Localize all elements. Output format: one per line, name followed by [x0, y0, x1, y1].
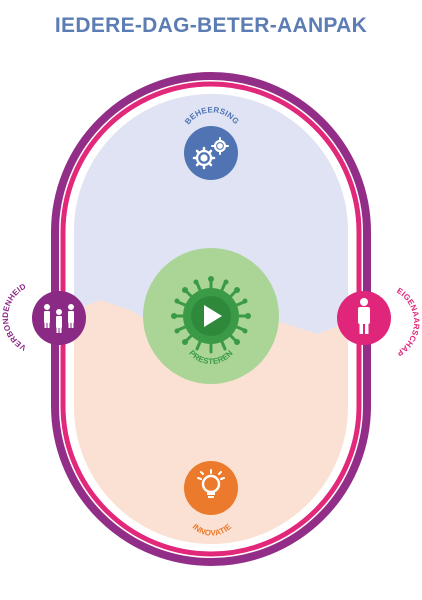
bottom-node[interactable]	[184, 461, 238, 515]
page-title: IEDERE-DAG-BETER-AANPAK	[54, 14, 368, 37]
person-icon	[358, 298, 370, 334]
left-label: VERBONDENHEID	[1, 282, 28, 353]
top-node[interactable]	[184, 126, 238, 180]
left-node[interactable]	[32, 291, 86, 345]
right-node[interactable]	[337, 291, 391, 345]
gears-icon	[192, 137, 229, 170]
right-label: EIGENAARSCHAP	[395, 286, 421, 358]
lightbulb-icon	[197, 469, 225, 498]
top-zone-upper	[74, 94, 348, 334]
group-icon	[44, 304, 74, 333]
play-icon[interactable]	[204, 305, 222, 327]
